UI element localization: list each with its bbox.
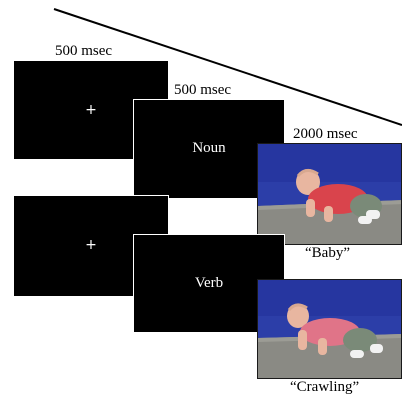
picture-duration-label: 2000 msec [293,126,358,142]
word-duration-label: 500 msec [174,82,232,98]
word-cue: Verb [194,275,224,291]
baby-crawling-photo-icon [258,144,401,244]
fixation-cross: + [85,237,97,253]
fixation-duration-label: 500 msec [55,43,113,59]
picture-screen-trial-2 [257,279,402,379]
picture-caption-trial-1: “Baby” [305,245,350,261]
word-cue: Noun [192,140,226,156]
fixation-cross: + [85,102,97,118]
picture-caption-trial-2: “Crawling” [290,379,360,395]
baby-crawling-photo-icon [258,280,401,378]
picture-screen-trial-1 [257,143,402,245]
